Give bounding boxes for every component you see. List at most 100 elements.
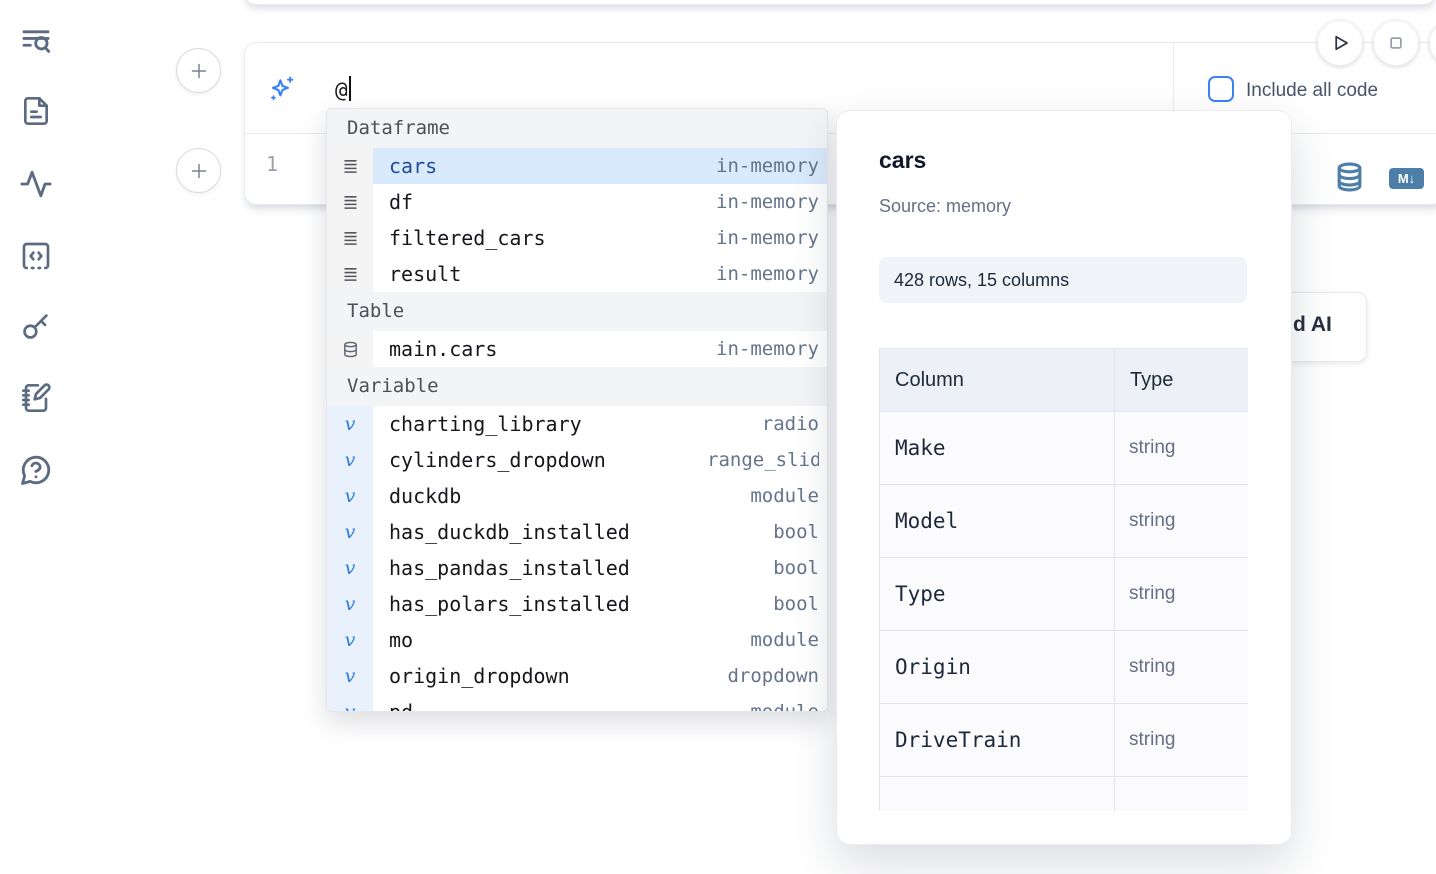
- preview-title: cars: [879, 147, 927, 173]
- sidebar-item-secrets[interactable]: [17, 308, 55, 346]
- sidebar-item-toc-search[interactable]: [17, 23, 55, 61]
- help-chat-icon: [19, 453, 53, 490]
- schema-column-type: string: [1114, 484, 1248, 558]
- stop-icon: [1390, 37, 1402, 49]
- convert-to-sql-button[interactable]: [1334, 161, 1365, 196]
- add-cell-below-button[interactable]: [176, 148, 221, 193]
- include-all-code-label: Include all code: [1246, 80, 1379, 101]
- schema-column-type: string: [1114, 411, 1248, 485]
- item-type: bool: [773, 557, 819, 579]
- dataframe-rows-icon: [327, 220, 373, 256]
- item-type: bool: [773, 593, 819, 615]
- autocomplete-item-has_duckdb_installed[interactable]: v has_duckdb_installed bool: [327, 514, 827, 550]
- code-editor-row[interactable]: 1 M↓: [245, 134, 1436, 204]
- schema-column-name: Origin: [879, 630, 1115, 704]
- text-search-icon: [19, 24, 53, 61]
- stop-button[interactable]: [1373, 20, 1419, 66]
- item-name: pd: [389, 700, 414, 712]
- prompt-value: @: [335, 78, 348, 102]
- item-type: in-memory: [716, 263, 819, 285]
- schema-row-partial: [879, 776, 1248, 811]
- include-all-code-checkbox[interactable]: [1208, 76, 1234, 102]
- variable-icon: v: [327, 658, 373, 694]
- autocomplete-item-content: duckdb module: [373, 478, 827, 514]
- preview-source: Source: memory: [879, 196, 1012, 216]
- sidebar-item-tracebacks[interactable]: [17, 166, 55, 204]
- ai-sparkle-icon: [267, 74, 297, 109]
- autocomplete-item-has_pandas_installed[interactable]: v has_pandas_installed bool: [327, 550, 827, 586]
- key-icon: [20, 310, 52, 345]
- plus-icon: [191, 63, 206, 78]
- variable-icon: v: [327, 406, 373, 442]
- schema-column-name: DriveTrain: [879, 703, 1115, 777]
- sidebar: [0, 0, 72, 874]
- sidebar-item-notebook[interactable]: [17, 380, 55, 418]
- item-type: module: [750, 701, 819, 712]
- notebook-pen-icon: [20, 382, 52, 417]
- code-square-icon: [20, 240, 52, 275]
- variable-icon: v: [327, 694, 373, 711]
- run-cell-button[interactable]: [1317, 20, 1363, 66]
- item-name: duckdb: [389, 484, 462, 508]
- dataframe-preview-popup: cars Source: memory 428 rows, 15 columns…: [836, 110, 1292, 845]
- play-icon: [1335, 35, 1348, 51]
- file-icon: [20, 95, 52, 130]
- autocomplete-item-filtered_cars[interactable]: filtered_cars in-memory: [327, 220, 827, 256]
- variable-icon: v: [327, 514, 373, 550]
- item-type: module: [750, 485, 819, 507]
- schema-column-name: Type: [879, 557, 1115, 631]
- item-name: has_duckdb_installed: [389, 520, 630, 544]
- variable-icon: v: [327, 550, 373, 586]
- schema-column-type: string: [1114, 703, 1248, 777]
- plus-icon: [191, 163, 206, 178]
- item-type: in-memory: [716, 227, 819, 249]
- variable-icon: v: [327, 586, 373, 622]
- dataframe-rows-icon: [327, 184, 373, 220]
- item-name: filtered_cars: [389, 226, 546, 250]
- convert-to-markdown-button[interactable]: M↓: [1389, 168, 1424, 189]
- sidebar-item-scratchpad[interactable]: [17, 238, 55, 276]
- sidebar-item-files[interactable]: [17, 93, 55, 131]
- preview-shape-badge: 428 rows, 15 columns: [879, 257, 1247, 303]
- autocomplete-item-content: has_duckdb_installed bool: [373, 514, 827, 550]
- item-type: bool: [773, 521, 819, 543]
- item-name: charting_library: [389, 412, 582, 436]
- variable-icon: v: [327, 622, 373, 658]
- schema-column-name: Model: [879, 484, 1115, 558]
- text-cursor: [348, 76, 351, 101]
- item-name: cars: [389, 154, 438, 178]
- autocomplete-section-header: Variable: [327, 367, 827, 406]
- schema-column-type: string: [1114, 557, 1248, 631]
- autocomplete-item-pd[interactable]: v pd module: [327, 694, 827, 712]
- item-name: has_pandas_installed: [389, 556, 630, 580]
- sidebar-item-help[interactable]: [17, 452, 55, 490]
- autocomplete-item-content: filtered_cars in-memory: [373, 220, 827, 256]
- item-type: in-memory: [716, 155, 819, 177]
- item-type: dropdown: [727, 665, 819, 687]
- add-cell-above-button[interactable]: [176, 48, 221, 93]
- item-type: in-memory: [716, 191, 819, 213]
- ai-prompt-input[interactable]: @: [335, 76, 351, 102]
- activity-icon: [19, 167, 53, 204]
- autocomplete-item-cars[interactable]: cars in-memory: [327, 148, 827, 184]
